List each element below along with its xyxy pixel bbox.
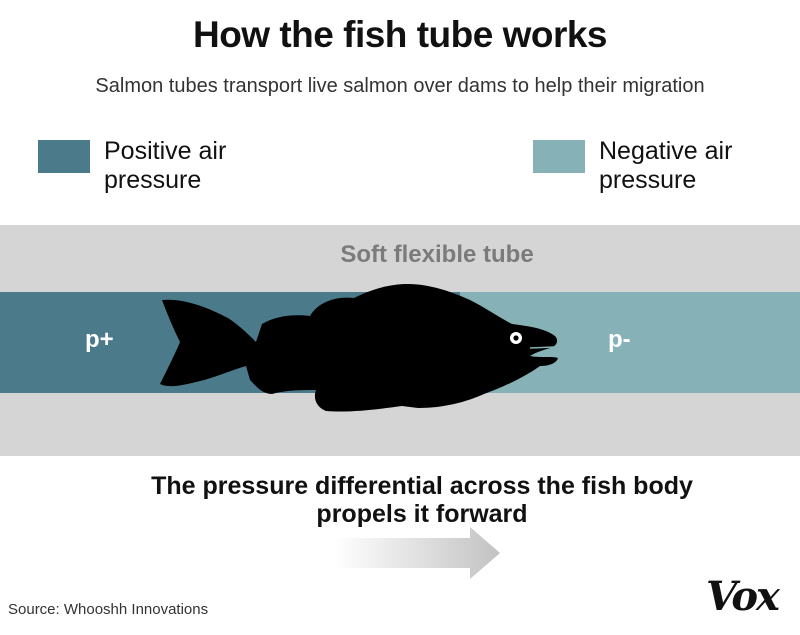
caption: The pressure differential across the fis… [0, 472, 800, 528]
tube-label: Soft flexible tube [340, 241, 534, 268]
source-credit: Source: Whooshh Innovations [8, 601, 209, 618]
legend-swatch-negative [533, 140, 585, 173]
legend-label-negative: Negative air pressure [599, 137, 733, 194]
caption-line-1: The pressure differential across the fis… [151, 472, 693, 500]
legend-label-positive: Positive air pressure [104, 137, 227, 194]
right-arrow-icon [335, 527, 500, 579]
positive-pressure-label: p+ [85, 326, 114, 353]
vox-logo: Vox [706, 573, 780, 620]
negative-pressure-label: p- [608, 326, 631, 353]
legend-swatch-positive [38, 140, 90, 173]
page-title: How the fish tube works [192, 14, 608, 55]
page-subtitle: Salmon tubes transport live salmon over … [95, 75, 705, 97]
caption-line-2: propels it forward [316, 500, 528, 528]
